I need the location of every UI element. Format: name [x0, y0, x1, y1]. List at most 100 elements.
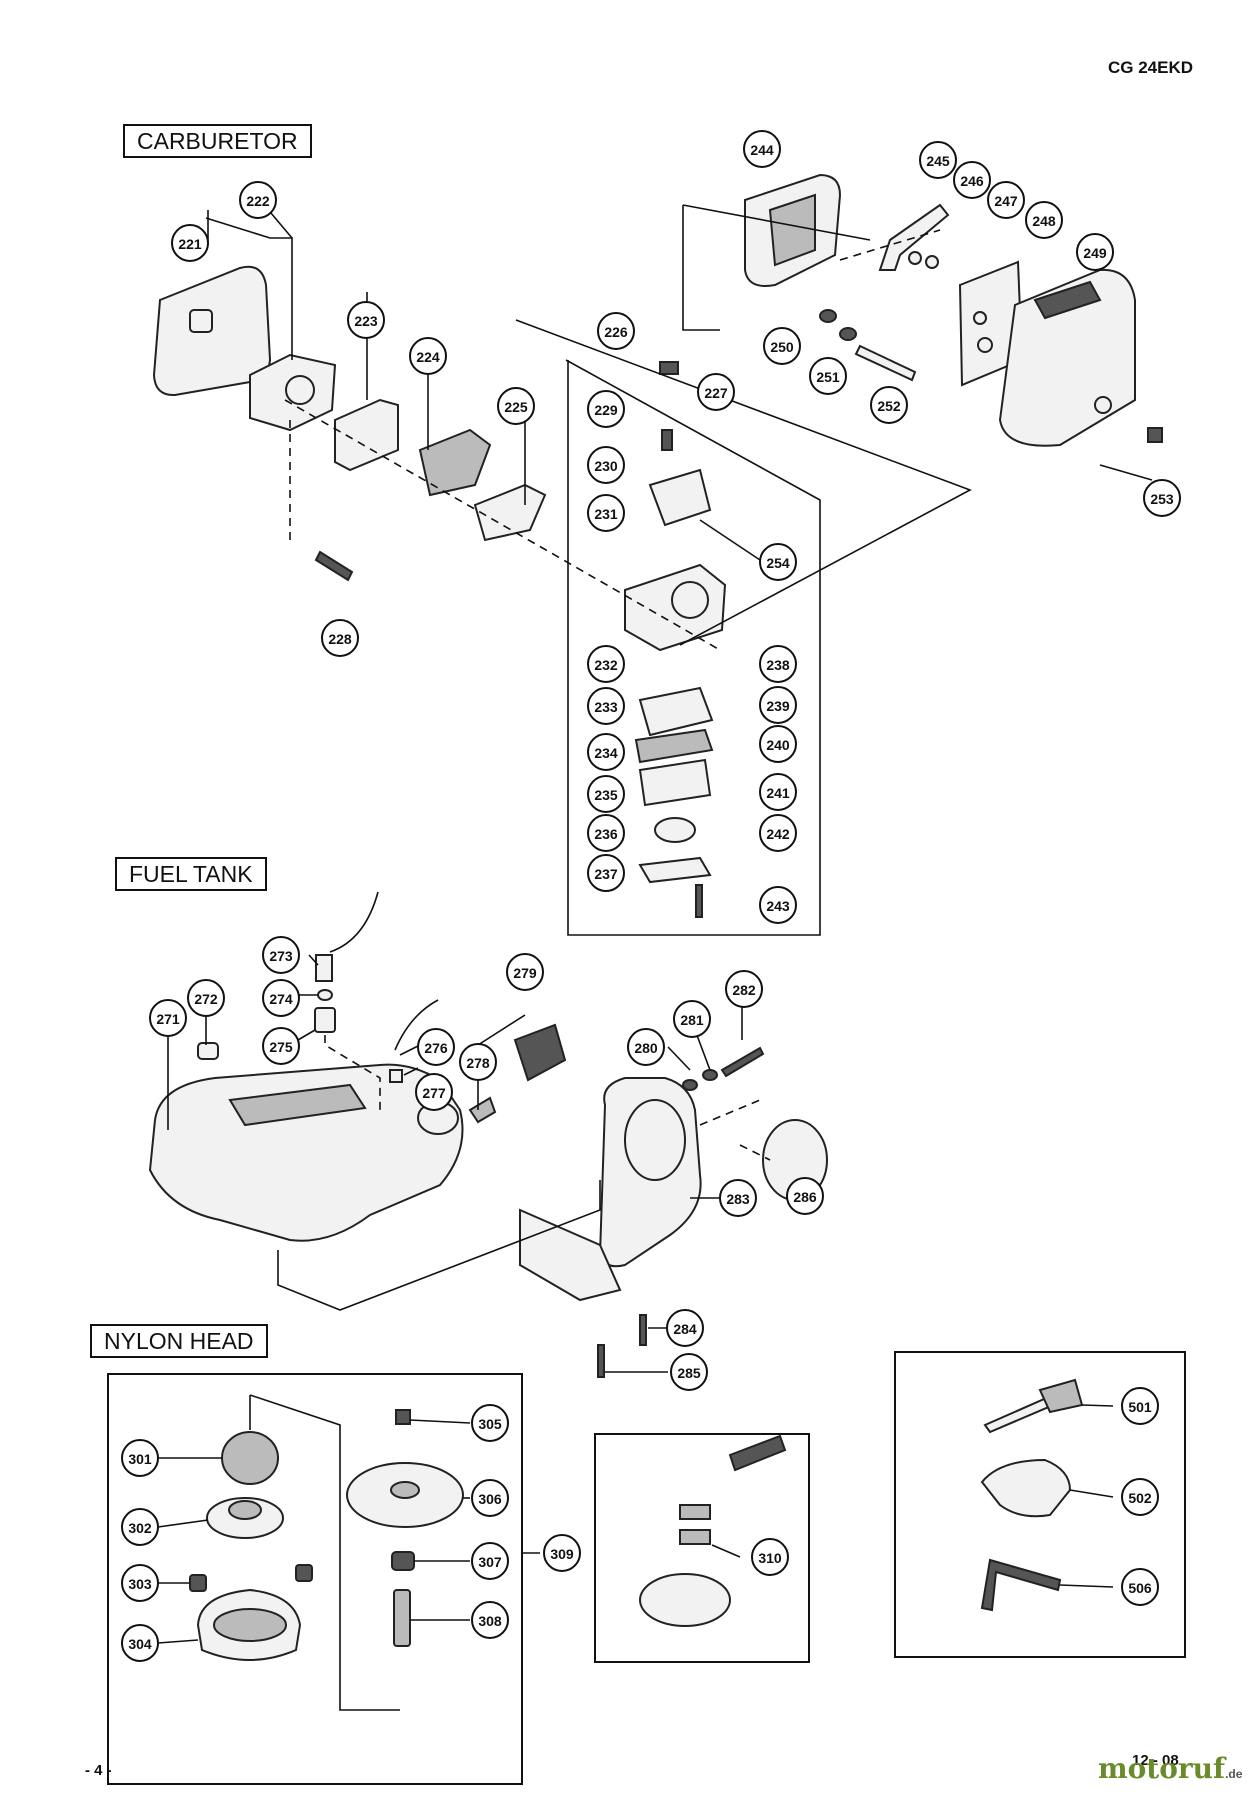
callout-number: 305: [478, 1416, 502, 1432]
callout-circle: [543, 1534, 581, 1572]
callout-circle: [759, 814, 797, 852]
callout-275: 275: [262, 1027, 300, 1065]
callout-223: 223: [347, 301, 385, 339]
callout-280: 280: [627, 1028, 665, 1066]
callout-279: 279: [506, 953, 544, 991]
callout-circle: [759, 886, 797, 924]
callout-number: 277: [422, 1085, 446, 1101]
callout-number: 252: [877, 398, 901, 414]
callout-number: 273: [269, 948, 293, 964]
callout-circle: [239, 181, 277, 219]
callout-number: 226: [604, 324, 628, 340]
callout-244: 244: [743, 130, 781, 168]
callout-240: 240: [759, 725, 797, 763]
callout-number: 243: [766, 898, 790, 914]
callout-number: 278: [466, 1055, 490, 1071]
callout-310: 310: [751, 1538, 789, 1576]
page-number: - 4 -: [85, 1762, 112, 1779]
callout-circle: [121, 1564, 159, 1602]
callout-number: 309: [550, 1546, 574, 1562]
callout-circle: [759, 645, 797, 683]
callout-274: 274: [262, 979, 300, 1017]
callout-number: 228: [328, 631, 352, 647]
callout-circle: [149, 999, 187, 1037]
callout-224: 224: [409, 337, 447, 375]
callout-circle: [409, 337, 447, 375]
callout-273: 273: [262, 936, 300, 974]
callout-506: 506: [1121, 1568, 1159, 1606]
callout-number: 222: [246, 193, 270, 209]
callout-number: 249: [1083, 245, 1107, 261]
callout-circle: [1143, 479, 1181, 517]
callout-number: 280: [634, 1040, 658, 1056]
callout-circle: [1121, 1387, 1159, 1425]
nylon-head-parts: [189, 1378, 1084, 1661]
callout-233: 233: [587, 687, 625, 725]
brand-suffix: .de: [1225, 1767, 1243, 1781]
callout-circle: [597, 312, 635, 350]
callout-circle: [121, 1508, 159, 1546]
callout-254: 254: [759, 543, 797, 581]
callout-278: 278: [459, 1043, 497, 1081]
callout-number: 276: [424, 1040, 448, 1056]
part-number-callouts: 2212222232242252262272282292302312322332…: [121, 130, 1181, 1662]
callout-number: 247: [994, 193, 1018, 209]
callout-234: 234: [587, 733, 625, 771]
callout-number: 239: [766, 698, 790, 714]
callout-245: 245: [919, 141, 957, 179]
callout-307: 307: [471, 1542, 509, 1580]
callout-241: 241: [759, 773, 797, 811]
callout-283: 283: [719, 1179, 757, 1217]
callout-circle: [1121, 1568, 1159, 1606]
callout-circle: [471, 1542, 509, 1580]
callout-247: 247: [987, 181, 1025, 219]
callout-number: 235: [594, 787, 618, 803]
callout-circle: [587, 814, 625, 852]
callout-circle: [1121, 1478, 1159, 1516]
callout-number: 274: [269, 991, 293, 1007]
callout-number: 225: [504, 399, 528, 415]
callout-225: 225: [497, 387, 535, 425]
callout-number: 229: [594, 402, 618, 418]
callout-number: 286: [793, 1189, 817, 1205]
callout-circle: [743, 130, 781, 168]
callout-number: 282: [732, 982, 756, 998]
callout-number: 240: [766, 737, 790, 753]
callout-circle: [1076, 233, 1114, 271]
callout-251: 251: [809, 357, 847, 395]
callout-number: 271: [156, 1011, 180, 1027]
callout-277: 277: [415, 1073, 453, 1111]
callout-circle: [121, 1439, 159, 1477]
callout-number: 246: [960, 173, 984, 189]
carburetor-parts: [152, 173, 1163, 918]
callout-306: 306: [471, 1479, 509, 1517]
callout-number: 310: [758, 1550, 782, 1566]
callout-circle: [587, 775, 625, 813]
section-label-fuel-tank: FUEL TANK: [115, 857, 267, 891]
callout-number: 241: [766, 785, 790, 801]
callout-circle: [321, 619, 359, 657]
callout-number: 272: [194, 991, 218, 1007]
callout-circle: [987, 181, 1025, 219]
callout-308: 308: [471, 1601, 509, 1639]
callout-circle: [919, 141, 957, 179]
callout-285: 285: [670, 1353, 708, 1391]
callout-number: 227: [704, 385, 728, 401]
callout-circle: [763, 327, 801, 365]
fuel-tank-parts: [148, 891, 828, 1378]
callout-309: 309: [543, 1534, 581, 1572]
fuel-tank-leaders: [167, 954, 771, 1373]
callout-number: 224: [416, 349, 440, 365]
callout-circle: [759, 725, 797, 763]
callout-number: 251: [816, 369, 840, 385]
model-number: CG 24EKD: [1108, 58, 1194, 77]
callout-number: 284: [673, 1321, 697, 1337]
callout-303: 303: [121, 1564, 159, 1602]
callout-circle: [673, 1000, 711, 1038]
callout-circle: [471, 1479, 509, 1517]
callout-number: 253: [1150, 491, 1174, 507]
callout-circle: [506, 953, 544, 991]
callout-281: 281: [673, 1000, 711, 1038]
callout-circle: [587, 494, 625, 532]
